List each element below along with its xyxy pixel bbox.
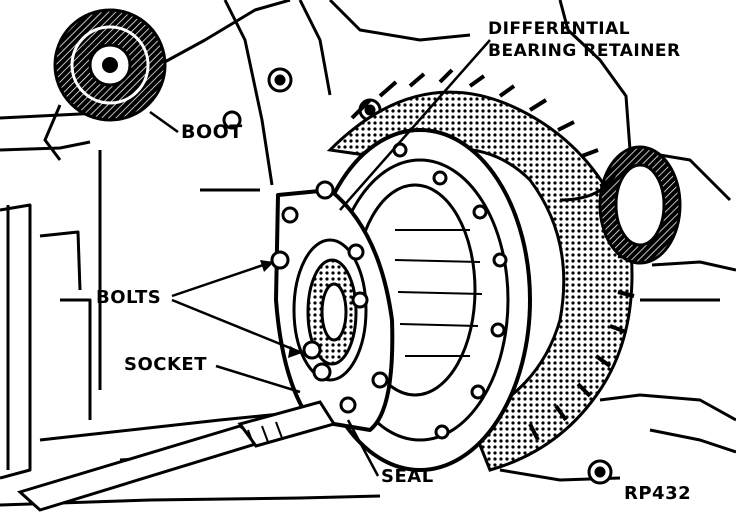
socket-extension bbox=[17, 400, 337, 512]
leader-boot bbox=[149, 110, 179, 134]
socket-label: SOCKET bbox=[124, 354, 207, 375]
leader-socket bbox=[215, 364, 301, 394]
leader-arrowheads bbox=[260, 260, 302, 358]
flange-bolts bbox=[270, 180, 389, 414]
differential-label-line-2: BEARING RETAINER bbox=[488, 41, 681, 61]
differential-bearing-retainer-label: DIFFERENTIAL BEARING RETAINER bbox=[488, 18, 681, 62]
seal-label: SEAL bbox=[381, 466, 434, 487]
leader-seal bbox=[346, 419, 380, 477]
leader-lines bbox=[149, 39, 491, 477]
figure-code: RP432 bbox=[624, 483, 692, 504]
differential-label-line-1: DIFFERENTIAL bbox=[488, 19, 631, 39]
bolts-label: BOLTS bbox=[96, 287, 162, 308]
leader-bolts-upper bbox=[171, 260, 273, 298]
seal-flange bbox=[270, 180, 395, 432]
boot-label: BOOT bbox=[181, 121, 243, 143]
boot bbox=[43, 8, 167, 161]
ring-gear bbox=[326, 68, 682, 472]
transaxle-housing bbox=[0, 0, 736, 507]
leader-differential bbox=[339, 39, 491, 211]
leader-bolts-lower bbox=[171, 298, 301, 354]
